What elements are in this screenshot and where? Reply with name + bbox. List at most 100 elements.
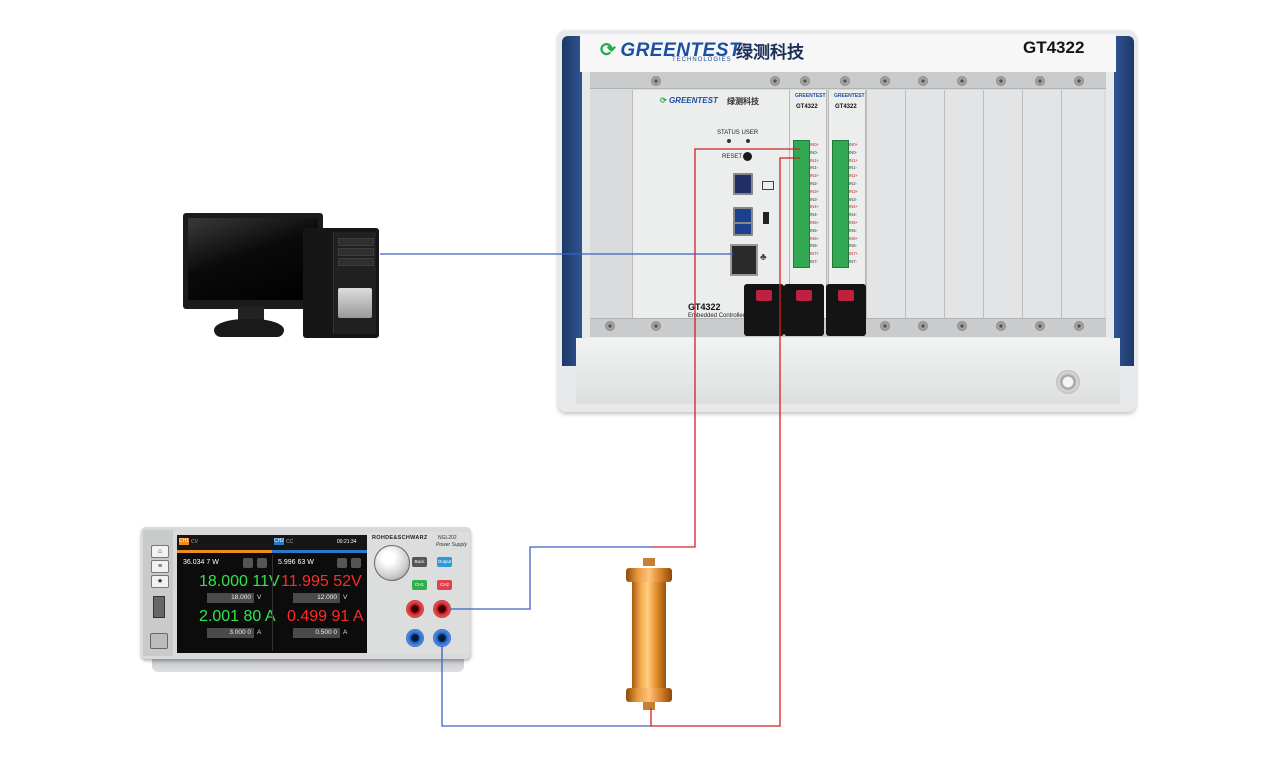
status-user-label: STATUS USER bbox=[717, 130, 759, 136]
psu-display: CH1 CV CH2 CC 00:21:34 36.034 7 W 18.000… bbox=[177, 535, 367, 653]
pin-label: IN1+ bbox=[810, 157, 819, 163]
io-card-2-pin-labels: IN0+IN0-IN1+IN1-IN2+IN2-IN3+IN3-IN4+IN4-… bbox=[849, 141, 858, 266]
reset-label: RESET bbox=[722, 154, 743, 160]
controller-brand-cn: 绿测科技 bbox=[727, 97, 759, 106]
output-button[interactable]: Output bbox=[437, 557, 452, 567]
chassis-bottom-panel bbox=[576, 338, 1120, 404]
expand-icon[interactable] bbox=[257, 558, 267, 568]
controller-subtitle: Embedded Controller bbox=[688, 313, 745, 319]
reset-button[interactable] bbox=[743, 152, 752, 161]
pc-tower-front bbox=[333, 232, 376, 334]
ethernet-port-icon[interactable] bbox=[730, 244, 758, 276]
pin-label: IN7- bbox=[849, 258, 857, 264]
chassis-brand: GREENTEST bbox=[620, 40, 742, 61]
psu-model: NGL202 bbox=[438, 535, 457, 541]
resistor-terminal bbox=[643, 702, 655, 710]
remote-port-icon bbox=[150, 633, 168, 649]
screw-icon bbox=[918, 321, 928, 331]
pin-label: IN7+ bbox=[810, 251, 819, 257]
ch2-negative-jack[interactable] bbox=[433, 629, 451, 647]
user-led-icon bbox=[746, 139, 750, 143]
back-button[interactable]: Back bbox=[412, 557, 427, 567]
drive-bay bbox=[338, 258, 374, 266]
ch1-current-unit: A bbox=[257, 629, 262, 636]
pin-label: IN0- bbox=[849, 149, 857, 155]
screw-icon bbox=[996, 321, 1006, 331]
ch2-voltage-unit: V bbox=[343, 594, 348, 601]
psu-base bbox=[152, 656, 464, 672]
usb-port-icon[interactable] bbox=[733, 173, 753, 195]
ch1-voltage: 18.000 11V bbox=[199, 573, 280, 590]
screw-icon bbox=[1035, 321, 1045, 331]
screw-icon bbox=[840, 76, 850, 86]
screw-icon bbox=[880, 321, 890, 331]
pin-label: IN4- bbox=[849, 212, 857, 218]
network-icon: ♣ bbox=[760, 252, 767, 263]
pin-label: IN3+ bbox=[810, 188, 819, 194]
usb-port-icon[interactable] bbox=[153, 596, 165, 618]
resistor-fin bbox=[626, 688, 672, 702]
display-port-icon bbox=[762, 181, 774, 190]
chassis-top-bar bbox=[580, 34, 1116, 72]
ch2-current: 0.499 91 A bbox=[287, 608, 364, 625]
pin-label: IN6- bbox=[810, 243, 818, 249]
ch2-button[interactable]: CH2 bbox=[437, 580, 452, 590]
ch2-current-setpoint[interactable]: 0.500 0 bbox=[293, 628, 340, 638]
connector-block bbox=[826, 284, 866, 336]
ch2-positive-jack[interactable] bbox=[433, 600, 451, 618]
pin-label: IN0- bbox=[810, 149, 818, 155]
pin-label: IN5+ bbox=[810, 219, 819, 225]
tower-panel bbox=[338, 288, 372, 318]
ch2-voltage-setpoint[interactable]: 12.000 bbox=[293, 593, 340, 603]
io-card-1-terminal-block[interactable] bbox=[793, 140, 810, 268]
chassis-model: GT4322 bbox=[1023, 38, 1085, 57]
pin-label: IN6+ bbox=[849, 235, 858, 241]
ch1-button[interactable]: CH1 bbox=[412, 580, 427, 590]
empty-slot bbox=[866, 90, 905, 318]
ch1-negative-jack[interactable] bbox=[406, 629, 424, 647]
ch1-current-setpoint[interactable]: 3.000 0 bbox=[207, 628, 254, 638]
pin-label: IN0+ bbox=[849, 142, 858, 147]
pin-label: IN6+ bbox=[810, 235, 819, 241]
status-led-icon bbox=[727, 139, 731, 143]
ch2-power: 5.996 63 W bbox=[278, 559, 314, 566]
screw-icon bbox=[605, 321, 615, 331]
screw-icon bbox=[800, 76, 810, 86]
controller-brand: GREENTEST bbox=[668, 96, 718, 105]
ch1-power: 36.034 7 W bbox=[183, 559, 219, 566]
pin-label: IN5+ bbox=[849, 219, 858, 225]
settings-icon[interactable] bbox=[337, 558, 347, 568]
screw-icon bbox=[651, 76, 661, 86]
power-button-icon[interactable] bbox=[1056, 370, 1080, 394]
star-icon[interactable]: ★ bbox=[151, 575, 169, 588]
ch2-current-unit: A bbox=[343, 629, 348, 636]
ch1-current: 2.001 80 A bbox=[199, 608, 276, 625]
home-icon[interactable]: ⌂ bbox=[151, 545, 169, 558]
monitor bbox=[183, 213, 323, 309]
chassis-left-handle bbox=[562, 36, 582, 366]
ch1-voltage-setpoint[interactable]: 18.000 bbox=[207, 593, 254, 603]
menu-icon[interactable]: ≡ bbox=[151, 560, 169, 573]
pin-label: IN1- bbox=[810, 165, 818, 171]
usb-port-icon[interactable] bbox=[733, 222, 753, 236]
pin-label: IN5- bbox=[810, 227, 818, 233]
chassis-brand-sub: TECHNOLOGIES bbox=[672, 57, 732, 63]
switch-icon[interactable] bbox=[763, 212, 769, 224]
monitor-screen bbox=[188, 218, 318, 300]
channel-divider bbox=[272, 555, 273, 651]
io-card-2-terminal-block[interactable] bbox=[832, 140, 849, 268]
expand-icon[interactable] bbox=[351, 558, 361, 568]
leaf-logo-icon: ⟳ bbox=[600, 40, 617, 61]
chassis-logo: ⟳GREENTEST® bbox=[600, 40, 747, 61]
pin-label: IN0+ bbox=[810, 142, 819, 147]
screw-icon bbox=[918, 76, 928, 86]
rotary-knob[interactable] bbox=[374, 545, 410, 581]
resistor-body bbox=[632, 570, 666, 700]
screw-icon bbox=[880, 76, 890, 86]
screw-icon bbox=[1074, 321, 1084, 331]
pc-tower bbox=[303, 228, 379, 338]
settings-icon[interactable] bbox=[243, 558, 253, 568]
display-clock: 00:21:34 bbox=[337, 539, 357, 545]
ch1-positive-jack[interactable] bbox=[406, 600, 424, 618]
